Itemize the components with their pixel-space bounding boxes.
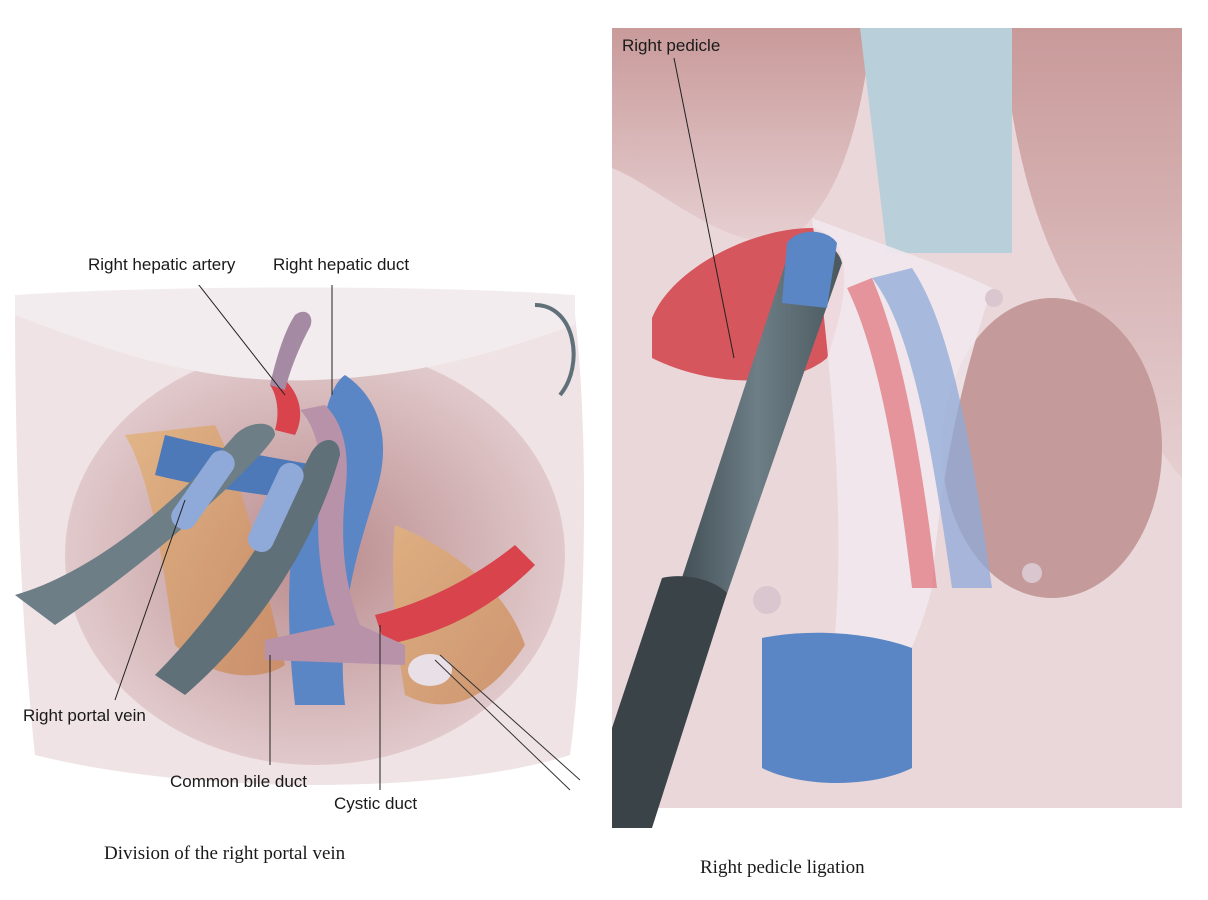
leader-right-pedicle [673, 57, 735, 359]
inner-cavity [942, 298, 1162, 598]
label-right-portal-vein: Right portal vein [23, 706, 146, 725]
tie-upper [985, 289, 1003, 307]
label-common-bile-duct: Common bile duct [170, 772, 308, 791]
left-illustration [15, 285, 585, 791]
right-illustration [612, 28, 1182, 828]
right-hepatic-artery-loop [270, 311, 312, 390]
label-right-hepatic-duct: Right hepatic duct [273, 255, 410, 274]
cystic-stump [408, 654, 452, 686]
label-right-hepatic-artery: Right hepatic artery [88, 255, 236, 274]
leader-right-portal-vein [114, 499, 186, 701]
bile-duct-tree [265, 405, 405, 665]
lower-blue-vessel [762, 632, 912, 783]
red-vessel-band [847, 278, 937, 588]
stapler-shaft [612, 576, 727, 828]
label-right-pedicle: Right pedicle [622, 36, 721, 55]
clamp-jaw-blue-2 [247, 462, 304, 553]
leader-right-hepatic-artery [198, 285, 286, 396]
blue-vessel-band [872, 268, 992, 588]
stapler-body [672, 239, 842, 623]
hepatic-artery-stump [270, 380, 301, 435]
upper-liver-left [612, 28, 872, 242]
suture-line [434, 659, 571, 791]
retractor-blade [860, 28, 1012, 253]
label-cystic-duct: Cystic duct [334, 794, 418, 813]
stapler-tip [782, 231, 837, 308]
tie-lower [753, 586, 781, 614]
caption-right: Right pedicle ligation [700, 857, 865, 878]
caption-left: Division of the right portal vein [104, 843, 346, 864]
retractor-ring [534, 303, 576, 397]
suture-line-2 [439, 654, 581, 781]
clamp-lower [155, 440, 340, 695]
tie-right [1022, 563, 1042, 583]
clamp-jaw-blue-1 [171, 450, 235, 530]
hepatic-artery [375, 545, 535, 645]
